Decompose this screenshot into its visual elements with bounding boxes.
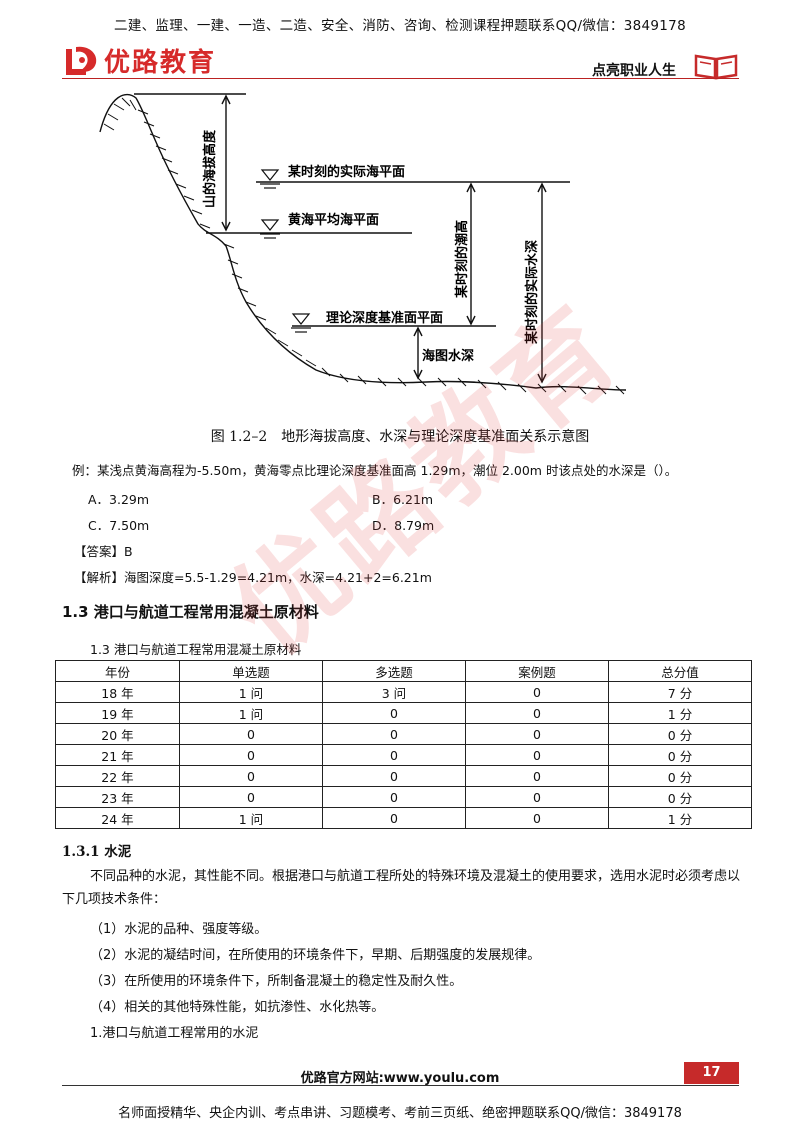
label-mountain-height: 山的海拔高度 bbox=[202, 129, 218, 208]
cell-single: 1 问 bbox=[178, 807, 323, 829]
cell-multi: 0 bbox=[321, 807, 466, 829]
table-row: 22 年 0 0 0 0 分 bbox=[55, 765, 753, 787]
cement-intro: 不同品种的水泥，其性能不同。根据港口与航道工程所处的特殊环境及混凝土的使用要求，… bbox=[62, 869, 741, 907]
table-row: 23 年 0 0 0 0 分 bbox=[55, 786, 753, 808]
option-a: A．3.29m bbox=[88, 492, 150, 507]
cell-multi: 0 bbox=[321, 723, 466, 745]
cell-year: 20 年 bbox=[55, 723, 180, 745]
table-row: 21 年 0 0 0 0 分 bbox=[55, 744, 753, 766]
footer-contact-banner: 名师面授精华、央企内训、考点串讲、习题模考、考前三页纸、绝密押题联系QQ/微信：… bbox=[118, 1106, 682, 1121]
cell-multi: 0 bbox=[321, 786, 466, 808]
brand-logo: 优路教育 bbox=[62, 42, 216, 79]
list-item: （1）水泥的品种、强度等级。 bbox=[90, 922, 268, 937]
list-item: （3）在所使用的环境条件下，所制备混凝土的稳定性及耐久性。 bbox=[90, 974, 463, 989]
cell-year: 24 年 bbox=[55, 807, 180, 829]
table-row: 19 年 1 问 0 0 1 分 bbox=[55, 702, 753, 724]
sea-level-diagram: 某时刻的实际海平面 黄海平均海平面 理论深度基准面平面 海图水深 山的海拔高度 … bbox=[99, 93, 627, 395]
label-tide-height: 某时刻的潮高 bbox=[454, 220, 470, 299]
cell-case: 0 bbox=[464, 744, 609, 766]
cell-case: 0 bbox=[464, 765, 609, 787]
cell-single: 1 问 bbox=[178, 702, 323, 724]
exam-stats-table: 年份 单选题 多选题 案例题 总分值 18 年 1 问 3 问 0 7 分 19… bbox=[55, 660, 753, 829]
open-book-icon bbox=[694, 54, 738, 80]
answer-line: 【答案】B bbox=[74, 544, 133, 559]
cell-total: 0 分 bbox=[607, 765, 753, 787]
cell-total: 0 分 bbox=[607, 786, 753, 808]
analysis-line: 【解析】海图深度=5.5-1.29=4.21m，水深=4.21+2=6.21m bbox=[74, 570, 432, 585]
option-b: B．6.21m bbox=[372, 492, 434, 507]
list-item: （2）水泥的凝结时间，在所使用的环境条件下，早期、后期强度的发展规律。 bbox=[90, 948, 541, 963]
table-row: 24 年 1 问 0 0 1 分 bbox=[55, 807, 753, 829]
header-multi-choice: 多选题 bbox=[321, 660, 466, 682]
cell-total: 7 分 bbox=[607, 681, 753, 703]
cell-year: 19 年 bbox=[55, 702, 180, 724]
option-d: D．8.79m bbox=[372, 518, 435, 533]
cell-case: 0 bbox=[464, 807, 609, 829]
cell-year: 21 年 bbox=[55, 744, 180, 766]
cell-year: 18 年 bbox=[55, 681, 180, 703]
cell-total: 0 分 bbox=[607, 744, 753, 766]
cement-subheading: 1.港口与航道工程常用的水泥 bbox=[90, 1026, 259, 1041]
header-year: 年份 bbox=[55, 660, 180, 682]
option-c: C．7.50m bbox=[88, 518, 150, 533]
cell-case: 0 bbox=[464, 681, 609, 703]
cell-single: 1 问 bbox=[178, 681, 323, 703]
footer-divider bbox=[62, 1085, 739, 1086]
top-contact-banner: 二建、监理、一建、一造、二造、安全、消防、咨询、检测课程押题联系QQ/微信：38… bbox=[114, 18, 686, 34]
cell-case: 0 bbox=[464, 786, 609, 808]
logo-text: 优路教育 bbox=[104, 48, 217, 78]
cell-case: 0 bbox=[464, 723, 609, 745]
label-datum-plane: 理论深度基准面平面 bbox=[326, 310, 443, 326]
table-header-row: 年份 单选题 多选题 案例题 总分值 bbox=[55, 660, 753, 682]
cell-multi: 0 bbox=[321, 744, 466, 766]
cement-heading: 1.3.1 水泥 bbox=[62, 844, 132, 860]
cell-total: 1 分 bbox=[607, 807, 753, 829]
list-item: （4）相关的其他特殊性能，如抗渗性、水化热等。 bbox=[90, 1000, 385, 1015]
header-single-choice: 单选题 bbox=[178, 660, 323, 682]
table-caption: 1.3 港口与航道工程常用混凝土原材料 bbox=[90, 642, 302, 657]
table-row: 18 年 1 问 3 问 0 7 分 bbox=[55, 681, 753, 703]
cell-single: 0 bbox=[178, 723, 323, 745]
cell-multi: 3 问 bbox=[321, 681, 466, 703]
official-website: 优路官方网站:www.youlu.com bbox=[300, 1071, 500, 1086]
cell-case: 0 bbox=[464, 702, 609, 724]
figure-caption: 图 1.2–2 地形海拔高度、水深与理论深度基准面关系示意图 bbox=[210, 429, 590, 445]
slogan: 点亮职业人生 bbox=[592, 63, 676, 79]
header-divider bbox=[62, 78, 739, 79]
question-stem: 例：某浅点黄海高程为-5.50m，黄海零点比理论深度基准面高 1.29m，潮位 … bbox=[72, 463, 678, 478]
page-number: 17 bbox=[684, 1062, 739, 1084]
youlu-logo-icon bbox=[66, 46, 97, 75]
section-heading: 1.3 港口与航道工程常用混凝土原材料 bbox=[62, 603, 319, 621]
cell-multi: 0 bbox=[321, 702, 466, 724]
cell-multi: 0 bbox=[321, 765, 466, 787]
cell-year: 22 年 bbox=[55, 765, 180, 787]
table-row: 20 年 0 0 0 0 分 bbox=[55, 723, 753, 745]
cell-total: 1 分 bbox=[607, 702, 753, 724]
cell-total: 0 分 bbox=[607, 723, 753, 745]
cell-year: 23 年 bbox=[55, 786, 180, 808]
header-total: 总分值 bbox=[607, 660, 753, 682]
header-case: 案例题 bbox=[464, 660, 609, 682]
cell-single: 0 bbox=[178, 765, 323, 787]
label-chart-depth: 海图水深 bbox=[422, 348, 474, 364]
cell-single: 0 bbox=[178, 744, 323, 766]
label-actual-sea-level: 某时刻的实际海平面 bbox=[287, 164, 405, 180]
cell-single: 0 bbox=[178, 786, 323, 808]
terrain-profile bbox=[99, 93, 627, 391]
label-actual-depth: 某时刻的实际水深 bbox=[524, 240, 540, 345]
label-mean-sea-level: 黄海平均海平面 bbox=[288, 212, 379, 228]
